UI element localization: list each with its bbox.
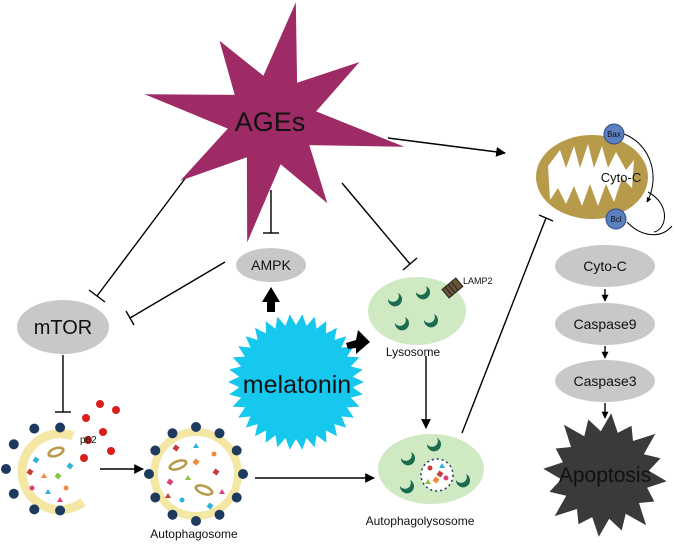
bcl-protein: Bcl	[605, 208, 627, 230]
arrow-ages-to-mitochondrion	[387, 137, 506, 157]
inhibit-ages-mtor	[96, 171, 191, 297]
inhibit-ampk-mtor	[129, 261, 226, 319]
apoptosis-label: Apoptosis	[559, 464, 651, 487]
caspase3-label: Caspase3	[573, 373, 636, 389]
melatonin-burst: melatonin	[228, 314, 364, 450]
autophagolysosome-label: Autophagolysosome	[366, 514, 475, 528]
melatonin-label: melatonin	[243, 371, 351, 399]
inhibit-bar-mtor-b	[125, 310, 135, 326]
ampk-node: AMPK	[236, 248, 306, 282]
apoptosis-burst: Apoptosis	[543, 413, 667, 537]
inhibit-bar-mtor-a	[88, 289, 106, 303]
mitochondrion: Cyto-C Bax Bcl	[536, 123, 648, 230]
lysosome-label: Lysosome	[386, 345, 441, 359]
lysosome-icon	[368, 277, 466, 345]
mitochondria-in-autophagosome	[168, 459, 214, 496]
caspase3-node: Caspase3	[555, 360, 655, 402]
mito-cytoc-label: Cyto-C	[601, 170, 641, 185]
lamp2-protein-icon	[441, 277, 464, 299]
phagophore: p62	[1, 400, 120, 516]
apoptosis-burst-shape	[543, 413, 667, 537]
mitochondrion-small-icon	[47, 446, 65, 458]
lysosome: LAMP2 Lysosome	[368, 276, 493, 359]
cytoc-node: Cyto-C	[555, 245, 655, 287]
inhibit-bar-lysosome	[402, 257, 418, 271]
lamp2-label: LAMP2	[463, 276, 493, 286]
bcl-label: Bcl	[610, 215, 621, 224]
bcl-inhibit-curve	[626, 221, 673, 236]
melatonin-to-lysosome-arrow	[346, 330, 370, 354]
cytoc-label: Cyto-C	[583, 258, 627, 274]
bax-protein: Bax	[603, 123, 625, 145]
ages-star-shape	[144, 2, 405, 243]
inhibit-autolysosome-mitochondrion	[461, 217, 547, 434]
mtor-node: mTOR	[17, 300, 109, 354]
ages-star: AGEs	[144, 2, 405, 243]
autophagosome: Autophagosome	[144, 422, 248, 541]
ages-label: AGEs	[235, 107, 306, 137]
autophagosome-label: Autophagosome	[150, 527, 238, 541]
melatonin-burst-shape	[228, 314, 364, 450]
p62-label: p62	[80, 435, 97, 446]
inhibit-ages-lysosome	[341, 182, 411, 265]
melatonin-to-ampk-arrow	[262, 287, 280, 312]
bax-to-cytoc-curve	[623, 133, 654, 203]
autophagolysosome: Autophagolysosome	[366, 434, 484, 528]
mitochondrion-cristae	[548, 144, 634, 206]
connectors	[55, 133, 673, 483]
mito-to-cytoc-curve	[647, 191, 665, 233]
inhibit-bar-mitochondrion	[538, 214, 554, 222]
caspase9-label: Caspase9	[573, 316, 636, 332]
ampk-label: AMPK	[251, 257, 291, 273]
bax-label: Bax	[607, 130, 621, 139]
caspase9-node: Caspase9	[555, 303, 655, 345]
mtor-label: mTOR	[34, 317, 93, 339]
